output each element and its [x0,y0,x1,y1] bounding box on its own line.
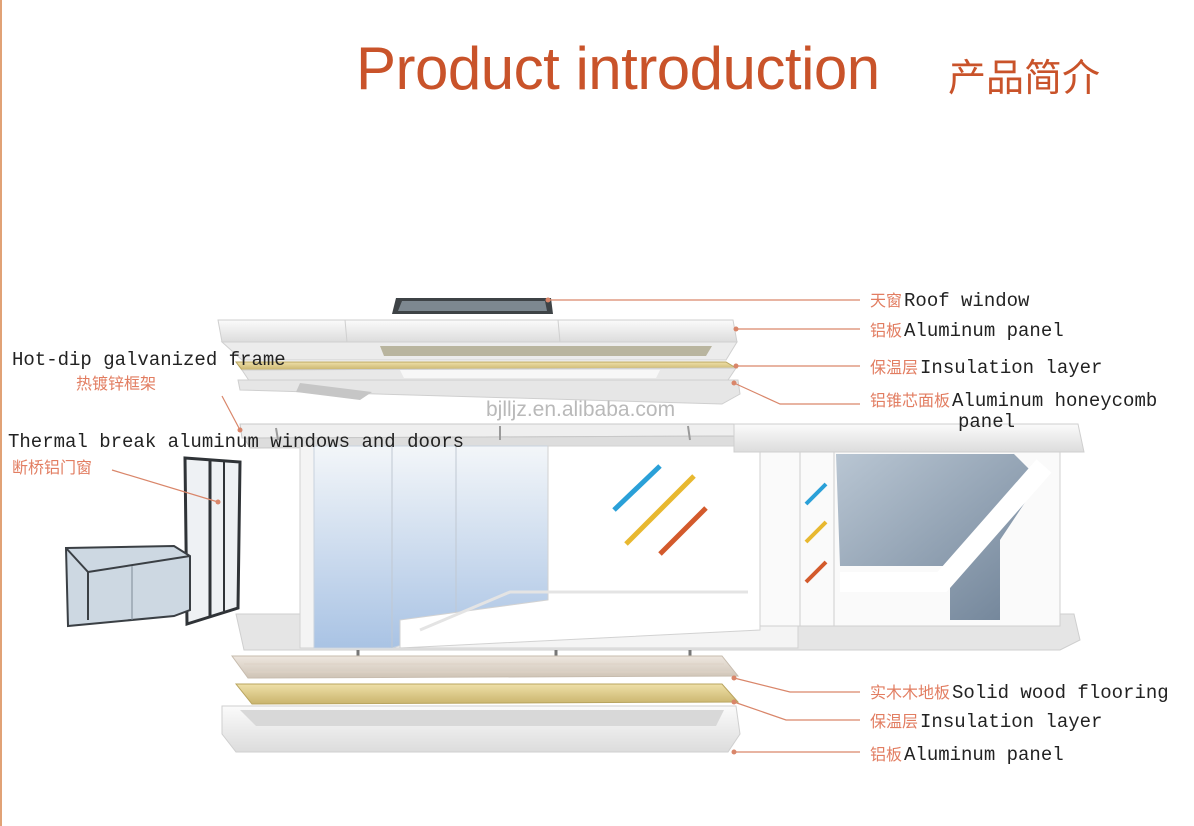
roof-window-part [392,298,553,314]
label-thermal-windows: Thermal break aluminum windows and doors [8,431,465,453]
wood-flooring-part [231,655,740,679]
label-honeycomb-panel-line2: panel [958,411,1016,433]
top-aluminum-panel-part [217,319,738,361]
bottom-aluminum-panel-part [221,705,741,753]
label-galvanized-frame-cn: 热镀锌框架 [76,374,157,393]
leader-dots [215,297,739,755]
bottom-insulation-layer-part [234,683,740,705]
leader-lines [111,299,860,753]
honeycomb-panel-part [237,379,741,405]
capsule-body-part [235,423,1085,658]
label-galvanized-frame: Hot-dip galvanized frame [12,349,286,371]
page-title-cn: 产品简介 [948,56,1101,100]
galvanized-frame-part [239,423,743,449]
left-edge-line [0,0,2,826]
thermal-window-part [64,456,242,628]
top-insulation-layer-part [235,361,738,383]
watermark: bjlljz.en.alibaba.com [486,398,676,421]
page-title: Product introduction [356,35,880,102]
label-thermal-windows-cn: 断桥铝门窗 [12,458,93,477]
